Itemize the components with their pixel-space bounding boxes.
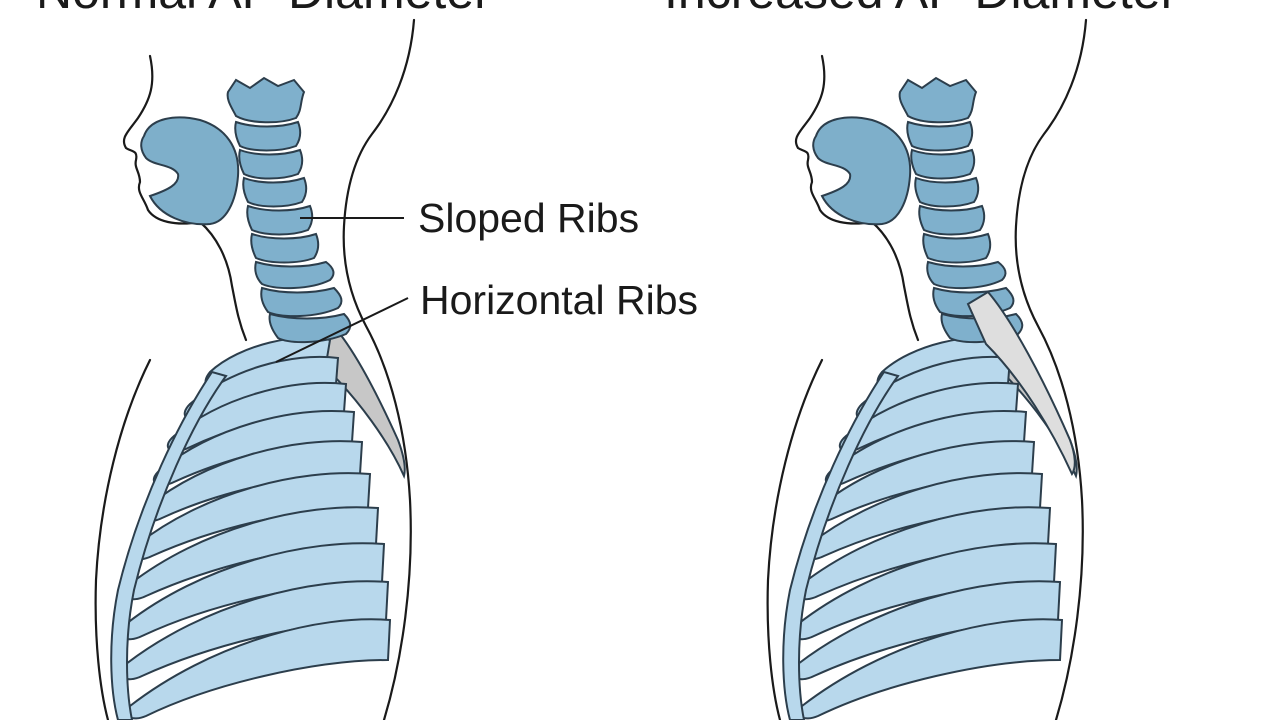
title-normal: Normal AP Diameter (36, 0, 491, 19)
scapula-shape-right (966, 290, 1076, 477)
figure-increased (766, 18, 1088, 720)
label-horizontal-ribs: Horizontal Ribs (420, 277, 698, 323)
leader-horizontal (275, 297, 409, 363)
label-sloped-ribs: Sloped Ribs (418, 195, 639, 241)
title-increased: Increased AP Diameter (664, 0, 1177, 19)
figure-normal (94, 18, 416, 720)
